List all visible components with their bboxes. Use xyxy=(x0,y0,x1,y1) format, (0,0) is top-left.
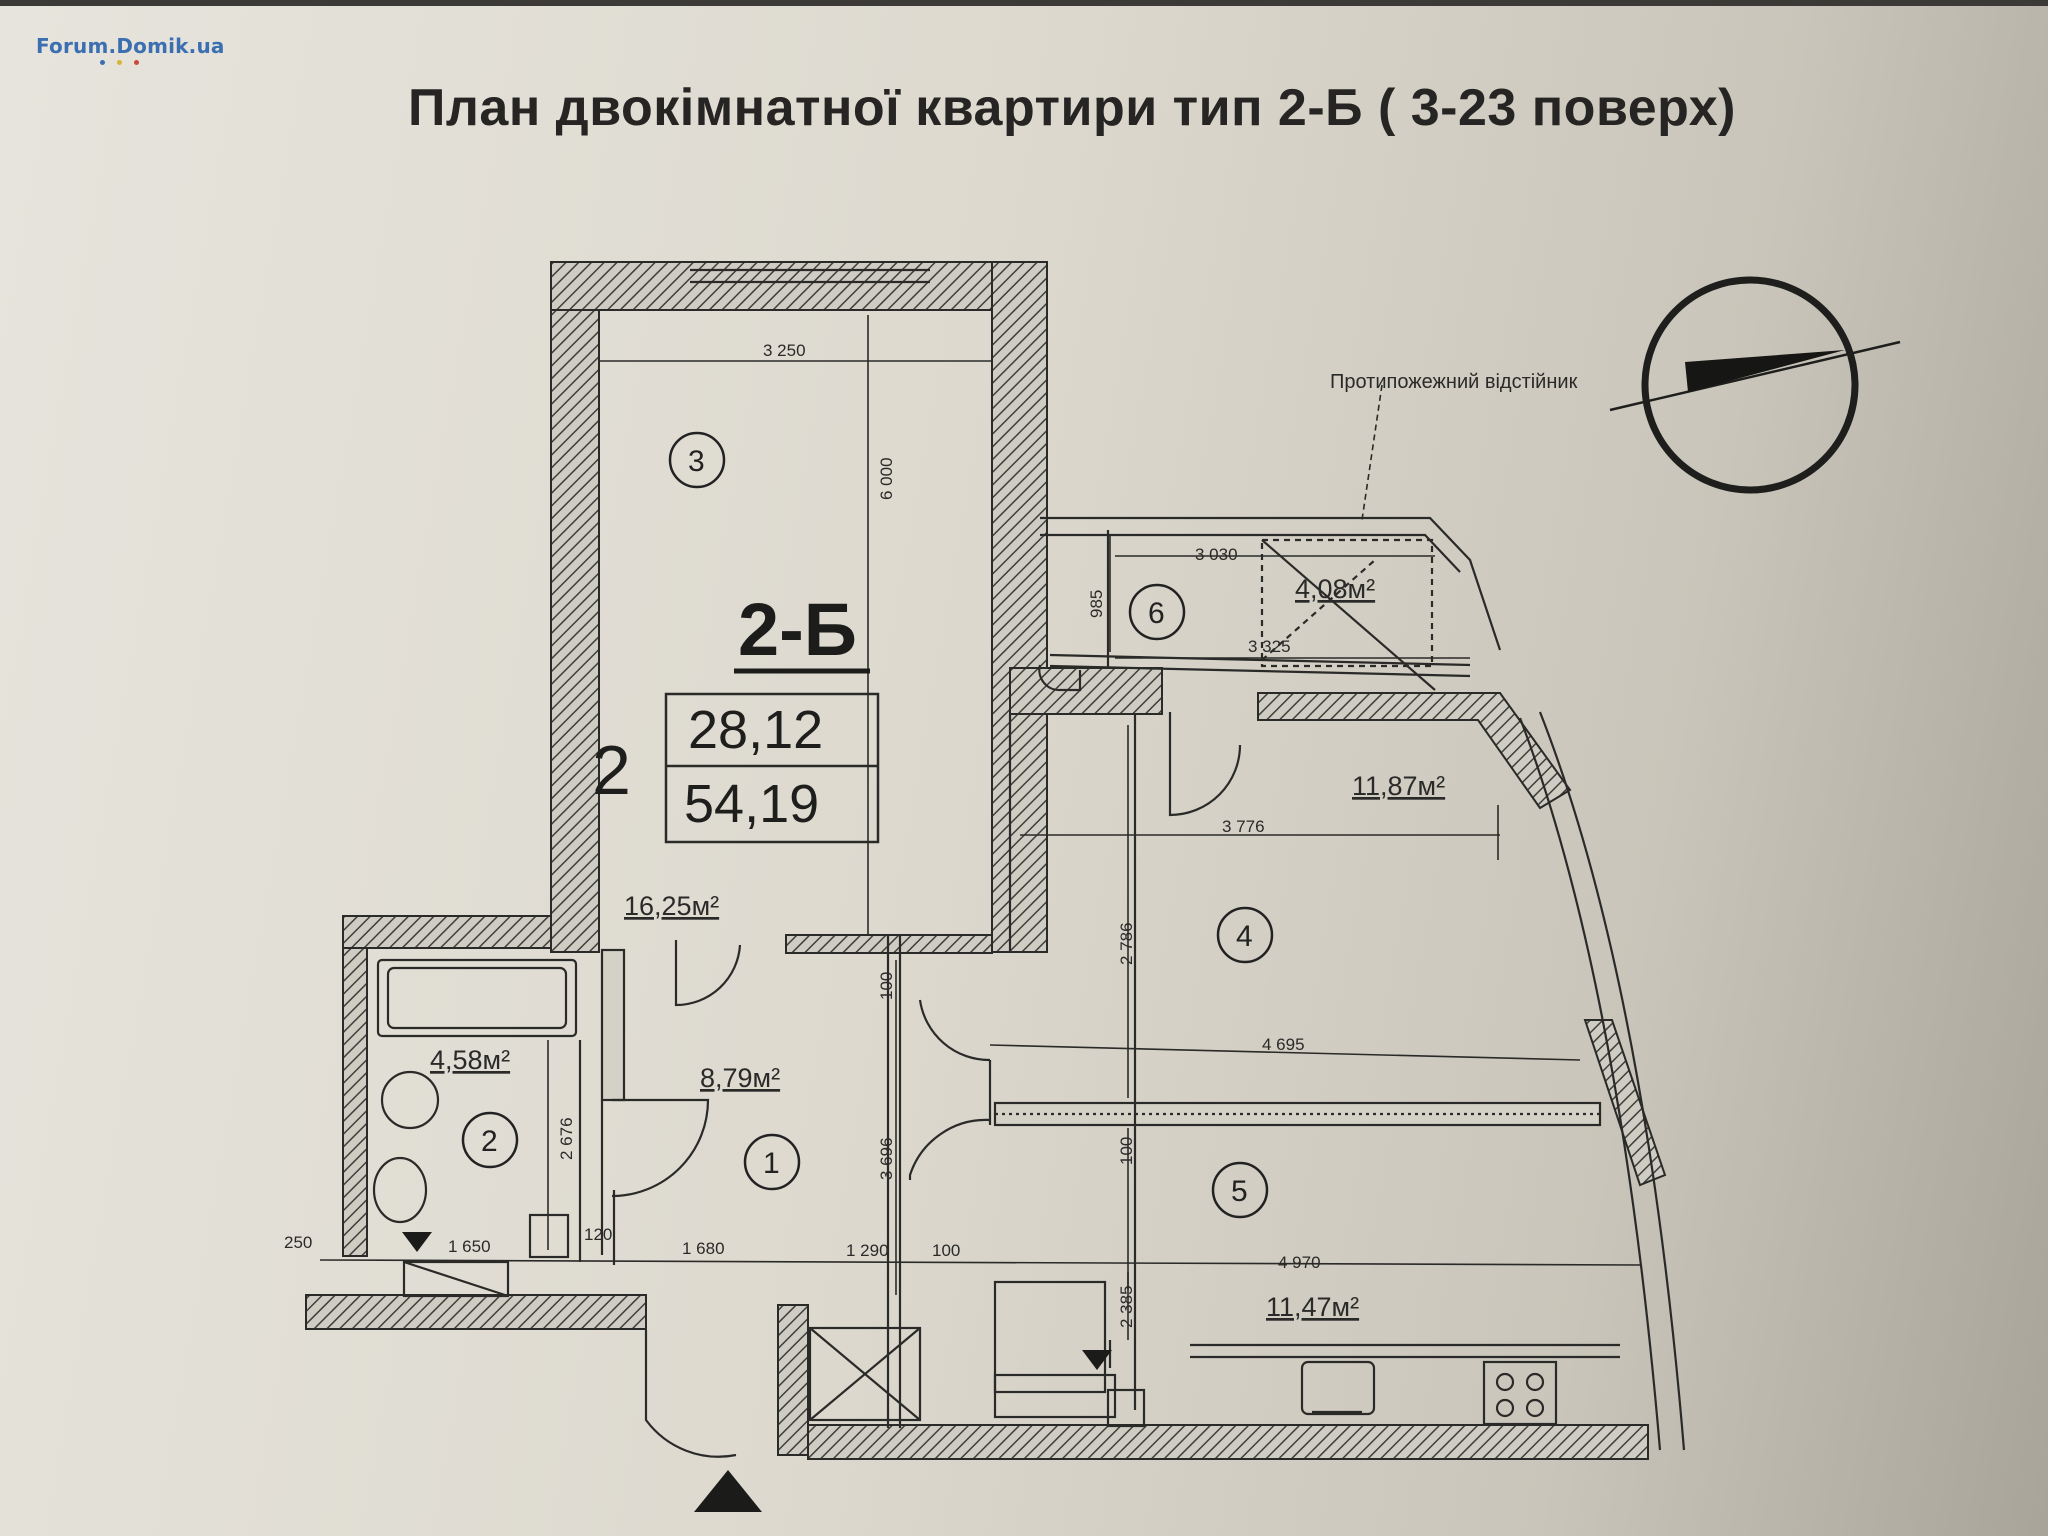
area-room4: 11,87м² xyxy=(1352,771,1445,801)
dim-3030: 3 030 xyxy=(1195,545,1238,564)
dimension-lines xyxy=(319,315,1641,1340)
plan-title: План двокімнатної квартири тип 2-Б ( 3-2… xyxy=(408,79,1736,137)
room-marker-6 xyxy=(1128,583,1186,641)
room-number-5: 5 xyxy=(1231,1175,1248,1208)
dim-3325: 3 325 xyxy=(1248,637,1291,656)
wall-entrance xyxy=(305,1294,647,1330)
area-hall: 8,79м² xyxy=(700,1063,780,1093)
area-balcony: 4,08м² xyxy=(1295,574,1375,604)
wall-room4-top xyxy=(1257,692,1572,810)
dim-985: 985 xyxy=(1087,590,1106,618)
area-kitchen: 11,47м² xyxy=(1266,1292,1359,1322)
room-number-markers xyxy=(461,431,1274,1219)
entrance-arrow-icon xyxy=(694,1470,762,1512)
room-count-label: 2 xyxy=(592,731,631,809)
total-area-value: 54,19 xyxy=(684,774,819,834)
dim-4970: 4 970 xyxy=(1278,1253,1321,1272)
dim-100-c: 100 xyxy=(932,1241,960,1260)
unit-type-label: 2-Б xyxy=(738,588,857,671)
walls xyxy=(305,261,1667,1460)
drain-marker-icon xyxy=(402,1232,432,1252)
dim-2786: 2 786 xyxy=(1117,922,1136,965)
dim-1650: 1 650 xyxy=(448,1237,491,1256)
dim-120: 120 xyxy=(584,1225,612,1244)
dim-3696: 3 696 xyxy=(877,1137,896,1180)
fire-refuge-note: Протипожежний відстійник xyxy=(1330,371,1578,393)
room-marker-1 xyxy=(743,1133,801,1191)
room-marker-3 xyxy=(668,431,726,489)
room-number-1: 1 xyxy=(763,1147,780,1180)
photo-top-edge xyxy=(0,0,2048,6)
dim-6000: 6 000 xyxy=(877,457,896,500)
dim-100-b: 100 xyxy=(1117,1137,1136,1165)
room-marker-4 xyxy=(1216,906,1274,964)
dim-1290: 1 290 xyxy=(846,1241,889,1260)
wall-bath-left xyxy=(342,915,368,1257)
wall-bath-top xyxy=(342,915,552,949)
dim-3776: 3 776 xyxy=(1222,817,1265,836)
drain-marker-icon xyxy=(1082,1350,1112,1370)
room-number-6: 6 xyxy=(1148,597,1165,630)
room-number-2: 2 xyxy=(481,1125,498,1158)
dim-3250: 3 250 xyxy=(763,341,806,360)
wall-door-jamb xyxy=(777,1304,809,1456)
thin-lines xyxy=(372,268,1686,1458)
dim-100-a: 100 xyxy=(877,972,896,1000)
area-bathroom: 4,58м² xyxy=(430,1045,510,1075)
wall-bottom xyxy=(807,1424,1649,1460)
room-marker-5 xyxy=(1211,1161,1269,1219)
room-number-3: 3 xyxy=(688,445,705,478)
area-room3: 16,25м² xyxy=(624,891,719,921)
watermark-logo: Forum.Domik.ua xyxy=(36,34,225,58)
watermark-dots xyxy=(100,60,139,65)
dim-250: 250 xyxy=(284,1233,312,1252)
wall-room3-right xyxy=(991,261,1048,953)
living-area-value: 28,12 xyxy=(688,700,823,760)
dim-2385: 2 385 xyxy=(1117,1285,1136,1328)
dim-2676: 2 676 xyxy=(557,1117,576,1160)
unit-area-box xyxy=(664,692,880,844)
compass-rose xyxy=(1361,276,1901,521)
room-marker-2 xyxy=(461,1111,519,1169)
room-number-4: 4 xyxy=(1236,920,1253,953)
dim-1680: 1 680 xyxy=(682,1239,725,1258)
dim-4695: 4 695 xyxy=(1262,1035,1305,1054)
wall-room3-left xyxy=(550,261,600,953)
wall-balcony-corner xyxy=(1009,667,1163,715)
